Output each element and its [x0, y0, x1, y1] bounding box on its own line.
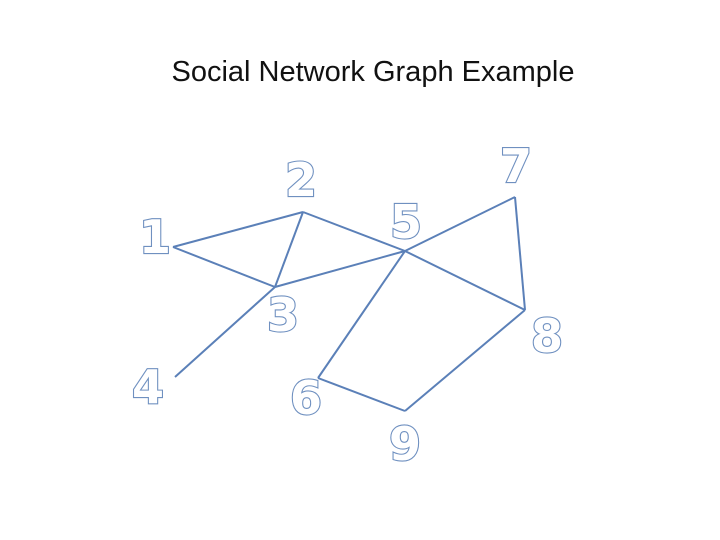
edge-5-7	[404, 196, 516, 252]
node-label-7: 7	[500, 139, 532, 193]
node-label-1: 1	[139, 210, 171, 264]
edge-1-3	[172, 246, 276, 288]
edge-2-3	[274, 211, 304, 288]
edges-layer	[172, 196, 526, 412]
edge-7-8	[514, 196, 526, 311]
edge-5-6	[317, 250, 406, 379]
page-title: Social Network Graph Example	[171, 56, 575, 88]
node-label-4: 4	[132, 360, 164, 414]
edge-5-8	[404, 250, 526, 311]
labels-layer: 1 2 3 4 5 6 7 8 9	[131, 138, 564, 472]
node-label-8: 8	[531, 309, 563, 363]
edge-1-2	[172, 211, 304, 248]
node-label-5: 5	[390, 195, 422, 249]
edge-2-5	[302, 211, 406, 252]
node-label-3: 3	[267, 288, 299, 342]
edge-9-8	[404, 309, 526, 412]
node-label-2: 2	[285, 153, 317, 207]
edge-3-4	[174, 286, 276, 378]
edge-6-9	[317, 377, 406, 412]
edge-3-5	[274, 250, 406, 288]
node-label-6: 6	[290, 371, 322, 425]
node-label-9: 9	[389, 417, 421, 471]
